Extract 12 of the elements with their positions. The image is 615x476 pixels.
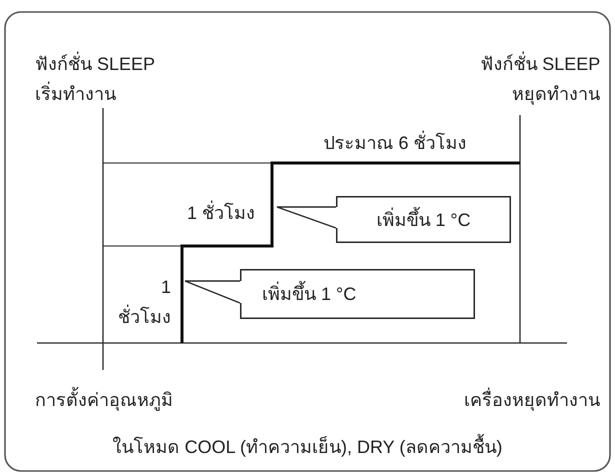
axis-label: การตั้งค่าอุณหภูมิ: [35, 385, 175, 415]
callout-text: เพิ่มขึ้น 1 °C: [262, 282, 356, 306]
callout-box: [240, 269, 475, 319]
duration-label: 1 ชั่วโมง: [184, 198, 255, 228]
duration-label: ประมาณ 6 ชั่วโมง: [322, 128, 468, 158]
duration-label: 1 ชั่วโมง: [117, 276, 171, 329]
event-label: ฟังก์ชั่น SLEEP หยุดทำงาน: [478, 49, 600, 109]
callout-text: เพิ่มขึ้น 1 °C: [336, 208, 511, 232]
event-label: ฟังก์ชั่น SLEEP เริ่มทำงาน: [35, 49, 157, 109]
caption: ในโหมด COOL (ทำความเย็น), DRY (ลดความชื้น): [112, 432, 504, 462]
callout-box: [336, 196, 511, 243]
axis-label: เครื่องหยุดทำงาน: [462, 385, 600, 415]
